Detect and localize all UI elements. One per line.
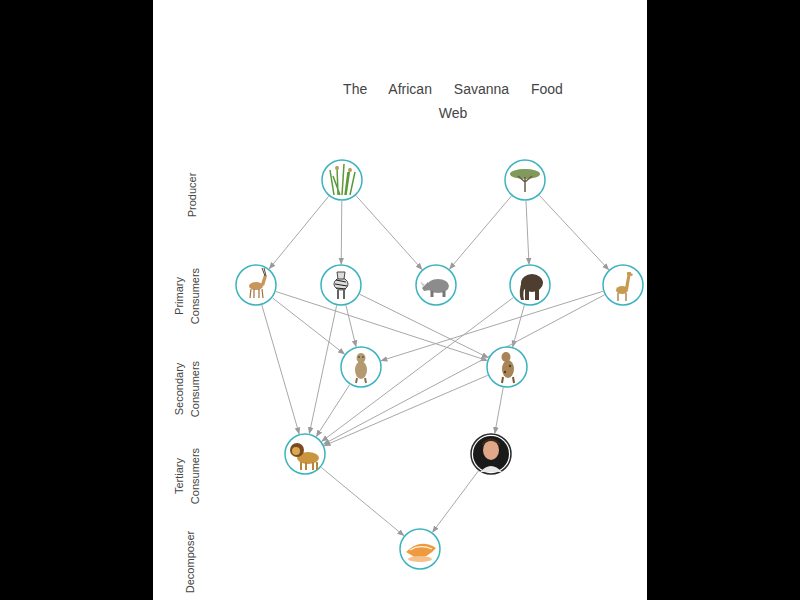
- food-web-arrow: [495, 388, 503, 434]
- food-web-node: [399, 528, 441, 570]
- food-web-arrow: [539, 195, 608, 269]
- node-circle: [504, 159, 546, 201]
- food-web-node: [284, 433, 326, 475]
- node-circle: [509, 264, 551, 306]
- giraffe-illustration: [616, 272, 633, 301]
- node-outline: [603, 265, 643, 305]
- node-circle: [320, 264, 362, 306]
- node-outline: [321, 265, 361, 305]
- food-web-arrow: [269, 196, 328, 269]
- human-photo: [473, 436, 509, 472]
- row-label: Primary Consumers: [171, 260, 203, 332]
- node-outline: [400, 529, 440, 569]
- node-circle: [321, 159, 363, 201]
- food-web-arrow: [276, 292, 487, 361]
- node-circle: [415, 264, 457, 306]
- food-web-arrow: [526, 201, 529, 264]
- food-web-node: [320, 264, 362, 306]
- food-web-arrow: [324, 375, 487, 445]
- fungus-illustration: [406, 544, 436, 562]
- gazelle-illustration: [249, 268, 267, 298]
- food-web-node: [470, 433, 512, 475]
- acacia-illustration: [510, 169, 540, 192]
- food-web-node: [415, 264, 457, 306]
- node-outline: [341, 347, 381, 387]
- row-label: Producer: [184, 150, 200, 240]
- food-web-arrow: [321, 467, 404, 535]
- node-outline: [322, 160, 362, 200]
- rhino-illustration: [420, 279, 449, 297]
- diagram-title: The African Savanna Food Web: [333, 77, 573, 125]
- food-web-arrow: [450, 196, 512, 269]
- grass-illustration: [330, 164, 355, 195]
- node-outline: [285, 434, 325, 474]
- hyena-illustration: [502, 352, 515, 383]
- node-outline: [416, 265, 456, 305]
- food-web-arrow: [322, 298, 513, 442]
- node-circle: [486, 346, 528, 388]
- food-web-node: [235, 264, 277, 306]
- node-circle: [340, 346, 382, 388]
- node-outline: [487, 347, 527, 387]
- zebra-illustration: [334, 272, 348, 299]
- food-web-arrow: [341, 201, 343, 264]
- food-web-node: [340, 346, 382, 388]
- food-web-arrow: [381, 291, 603, 360]
- node-circle: [602, 264, 644, 306]
- food-web-arrow: [346, 305, 356, 346]
- food-web-arrow: [262, 305, 299, 434]
- food-web-arrow: [356, 196, 422, 270]
- food-web-arrow: [273, 298, 345, 354]
- food-web-node: [602, 264, 644, 306]
- node-outline: [505, 160, 545, 200]
- node-circle: [399, 528, 441, 570]
- node-circle: [470, 433, 512, 475]
- lion-illustration: [290, 443, 319, 470]
- node-outline: [510, 265, 550, 305]
- node-circle: [284, 433, 326, 475]
- node-circle: [235, 264, 277, 306]
- node-outline: [471, 434, 511, 474]
- food-web-arrow: [433, 471, 479, 532]
- food-web-node: [509, 264, 551, 306]
- elephant-illustration: [520, 274, 543, 300]
- food-web-node: [486, 346, 528, 388]
- food-web-arrow: [316, 385, 349, 437]
- food-web-arrow: [360, 294, 488, 357]
- food-web-arrow: [324, 295, 605, 444]
- row-label: Tertiary Consumers: [171, 440, 203, 512]
- node-outline: [236, 265, 276, 305]
- hyena-illustration: [355, 353, 367, 383]
- food-web-node: [321, 159, 363, 201]
- row-label: Decomposer: [182, 517, 198, 600]
- food-web-arrow: [309, 306, 336, 434]
- row-label: Secondary Consumers: [171, 353, 203, 425]
- food-web-node: [504, 159, 546, 201]
